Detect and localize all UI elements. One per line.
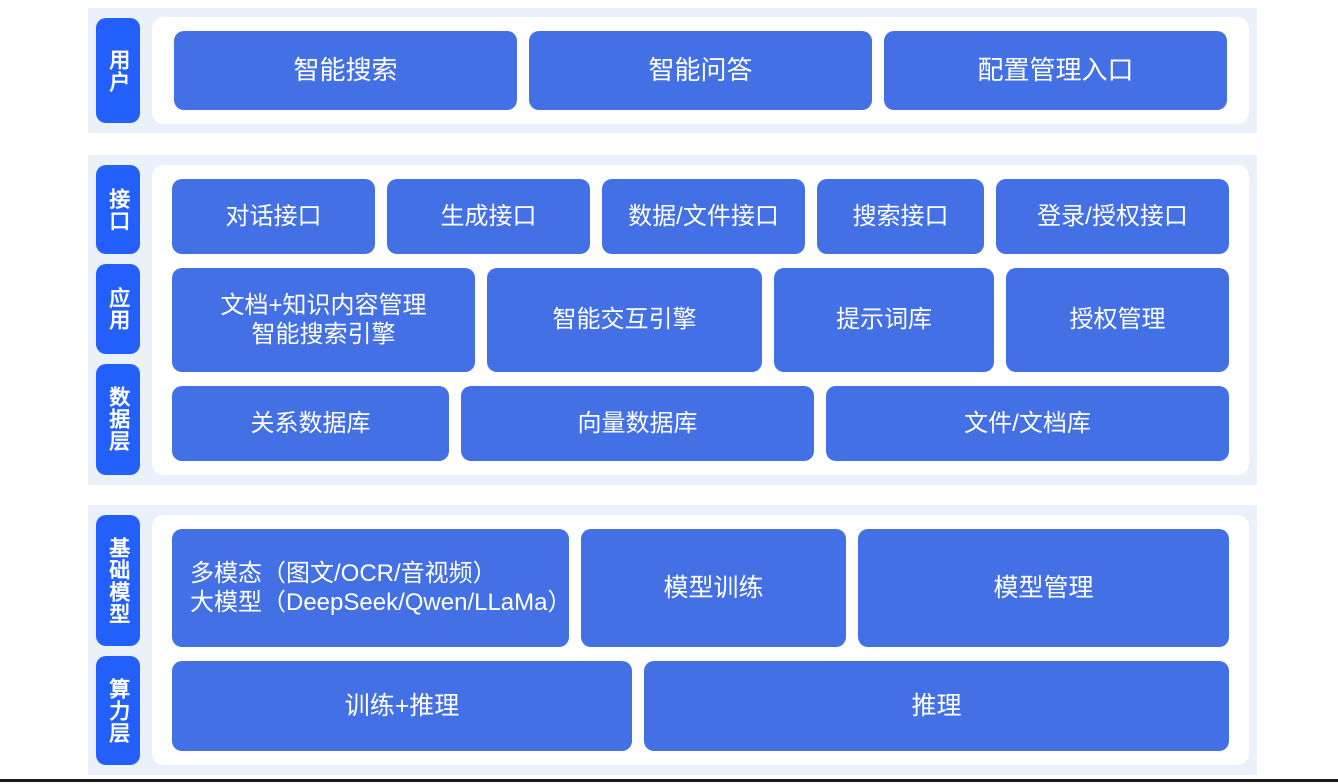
layer-tab-interface[interactable]: 接口 <box>96 165 140 255</box>
row-application: 文档+知识内容管理 智能搜索引擎 智能交互引擎 提示词库 授权管理 <box>172 267 1229 373</box>
row-data: 关系数据库 向量数据库 文件/文档库 <box>172 386 1229 461</box>
card-inference[interactable]: 推理 <box>644 661 1229 751</box>
section-base: 基础模型 算力层 多模态（图文/OCR/音视频） 大模型（DeepSeek/Qw… <box>88 505 1257 775</box>
row-user: 智能搜索 智能问答 配置管理入口 <box>174 31 1227 110</box>
panel-user: 智能搜索 智能问答 配置管理入口 <box>152 17 1249 124</box>
card-doc-knowledge-management[interactable]: 文档+知识内容管理 智能搜索引擎 <box>172 267 475 373</box>
panel-middle: 对话接口 生成接口 数据/文件接口 搜索接口 登录/授权接口 文档+知识内容管理… <box>152 165 1249 475</box>
tab-column-user: 用户 <box>88 8 148 133</box>
tab-column-middle: 接口 应用 数据层 <box>88 155 148 485</box>
card-file-document-store[interactable]: 文件/文档库 <box>826 386 1229 461</box>
row-model: 多模态（图文/OCR/音视频） 大模型（DeepSeek/Qwen/LLaMa）… <box>172 529 1229 648</box>
card-dialog-api[interactable]: 对话接口 <box>172 179 375 254</box>
layer-tab-compute[interactable]: 算力层 <box>96 656 140 765</box>
section-user: 用户 智能搜索 智能问答 配置管理入口 <box>88 8 1257 133</box>
row-compute: 训练+推理 推理 <box>172 661 1229 751</box>
card-smart-search[interactable]: 智能搜索 <box>174 31 517 110</box>
card-generation-api[interactable]: 生成接口 <box>387 179 590 254</box>
card-smart-interaction-engine[interactable]: 智能交互引擎 <box>487 267 762 373</box>
card-authorization-management[interactable]: 授权管理 <box>1006 267 1229 373</box>
card-config-management-entry[interactable]: 配置管理入口 <box>884 31 1227 110</box>
row-interface: 对话接口 生成接口 数据/文件接口 搜索接口 登录/授权接口 <box>172 179 1229 254</box>
tab-column-base: 基础模型 算力层 <box>88 505 148 775</box>
card-smart-qa[interactable]: 智能问答 <box>529 31 872 110</box>
card-data-file-api[interactable]: 数据/文件接口 <box>602 179 805 254</box>
section-middle: 接口 应用 数据层 对话接口 生成接口 数据/文件接口 搜索接口 登录/授权接口… <box>88 155 1257 485</box>
layer-tab-foundation-model[interactable]: 基础模型 <box>96 515 140 646</box>
layer-tab-application[interactable]: 应用 <box>96 264 140 354</box>
card-model-management[interactable]: 模型管理 <box>858 529 1229 648</box>
card-prompt-library[interactable]: 提示词库 <box>774 267 994 373</box>
card-login-auth-api[interactable]: 登录/授权接口 <box>996 179 1229 254</box>
card-model-training[interactable]: 模型训练 <box>581 529 846 648</box>
card-multimodal-large-model[interactable]: 多模态（图文/OCR/音视频） 大模型（DeepSeek/Qwen/LLaMa） <box>172 529 572 648</box>
card-training-inference[interactable]: 训练+推理 <box>172 661 632 751</box>
card-search-api[interactable]: 搜索接口 <box>817 179 984 254</box>
layer-tab-data[interactable]: 数据层 <box>96 363 140 475</box>
card-relational-database[interactable]: 关系数据库 <box>172 386 449 461</box>
bottom-rule <box>0 779 1338 782</box>
layer-tab-user[interactable]: 用户 <box>96 18 140 123</box>
panel-base: 多模态（图文/OCR/音视频） 大模型（DeepSeek/Qwen/LLaMa）… <box>152 515 1249 765</box>
card-vector-database[interactable]: 向量数据库 <box>461 386 814 461</box>
